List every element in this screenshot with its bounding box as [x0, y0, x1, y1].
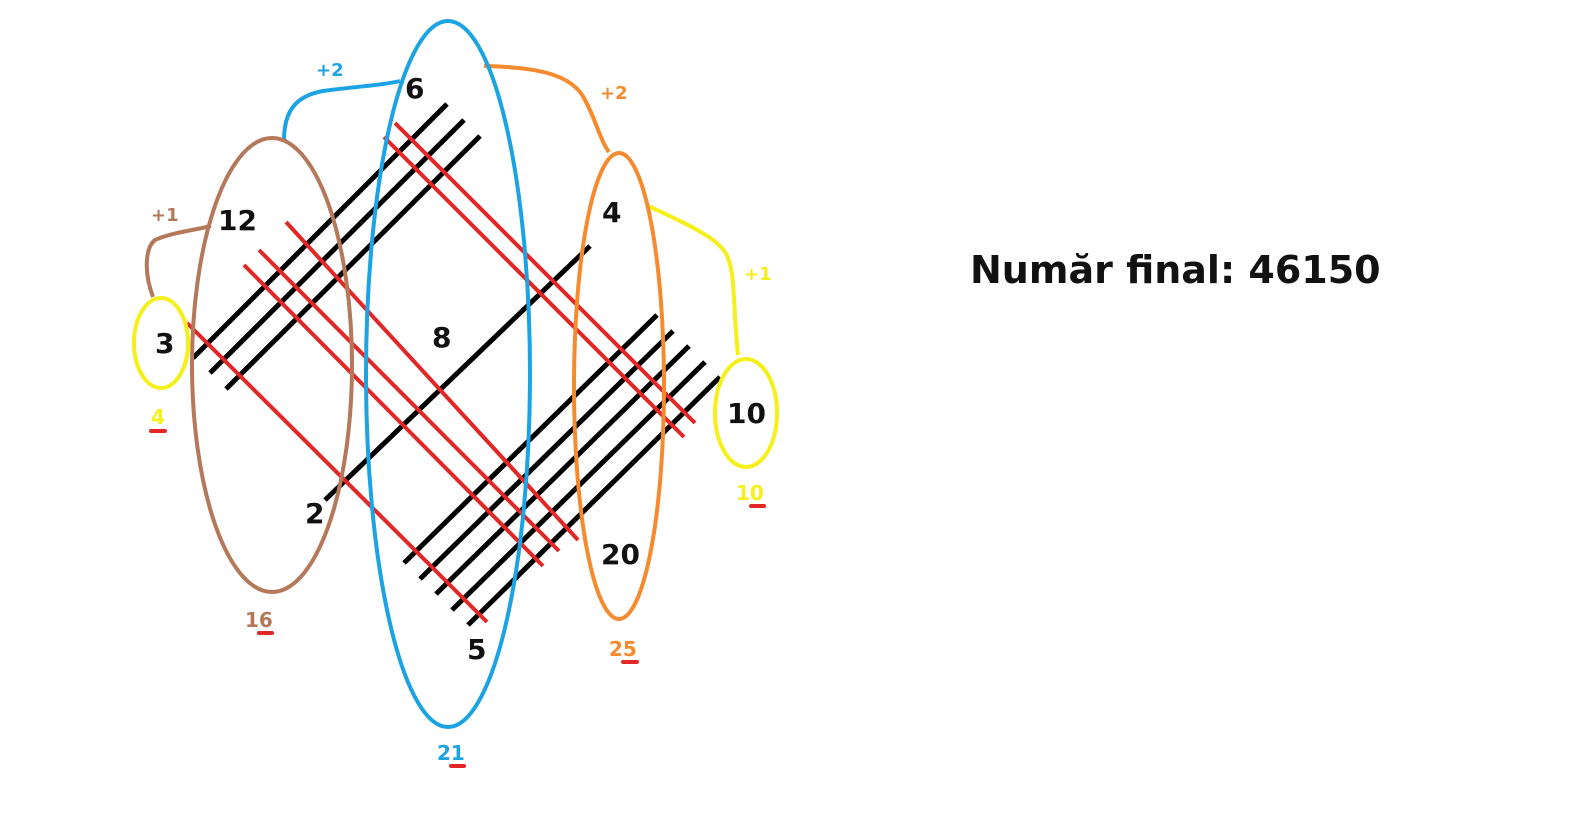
underline-group [149, 429, 766, 768]
brown-ellipse [190, 136, 354, 594]
number-label: 5 [467, 633, 486, 666]
red-line [185, 321, 489, 624]
sum-label: 16 [245, 608, 273, 632]
increment-label: +2 [600, 83, 628, 104]
black-line [466, 375, 722, 627]
yellow-right-ellipse [713, 357, 779, 469]
yellow-left-ellipse [132, 296, 190, 390]
sum-label: 21 [437, 741, 465, 765]
red-line [284, 220, 580, 542]
number-label: 10 [727, 397, 766, 430]
sum-label: 25 [609, 637, 637, 661]
increment-label: +1 [151, 205, 179, 226]
number-label: 20 [601, 538, 640, 571]
black-line [224, 134, 482, 391]
black-line [191, 102, 449, 360]
red-line [382, 135, 686, 439]
number-label: 12 [218, 204, 257, 237]
red-line [242, 263, 545, 568]
black-line [208, 118, 466, 375]
final-number-text: Număr final: 46150 [970, 248, 1381, 292]
red-line [257, 248, 561, 553]
number-label: 4 [602, 196, 621, 229]
increment-label: +1 [744, 264, 772, 285]
red-line [393, 121, 697, 425]
sum-label: 10 [736, 481, 764, 505]
orange-connector [483, 64, 611, 154]
yellow-connector [645, 203, 740, 356]
number-label: 6 [405, 72, 424, 105]
blue-ellipse [364, 19, 532, 729]
increment-label: +2 [316, 60, 344, 81]
orange-ellipse [572, 151, 666, 621]
number-label: 3 [155, 327, 174, 360]
number-label: 8 [432, 321, 451, 354]
sum-label: 4 [151, 405, 165, 429]
brown-connector [144, 224, 212, 298]
black-line [418, 329, 675, 581]
black-line [434, 344, 691, 596]
red-line-group [185, 121, 697, 624]
number-label: 2 [305, 497, 324, 530]
blue-connector [282, 79, 401, 141]
